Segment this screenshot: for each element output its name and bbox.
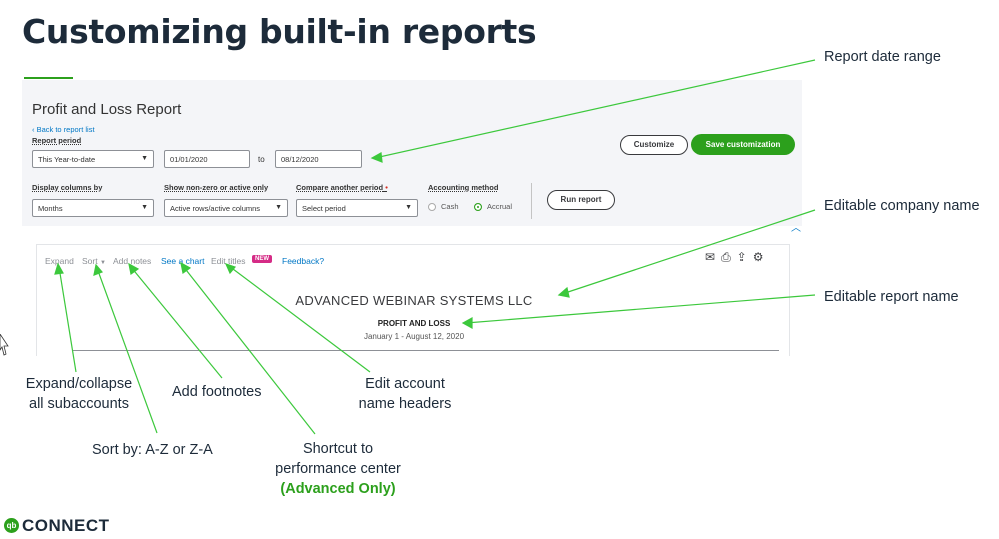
chevron-up-icon[interactable]: ︿	[791, 223, 801, 234]
callout-add-footnotes: Add footnotes	[172, 384, 262, 400]
report-screenshot: Profit and Loss Report ‹ Back to report …	[22, 80, 802, 356]
caret-down-icon: ▼	[405, 204, 412, 211]
accounting-method-label: Accounting method	[428, 183, 499, 192]
callout-edit-account-headers: Edit account name headers	[358, 376, 452, 412]
gear-icon[interactable]: ⚙	[752, 250, 764, 264]
add-notes-link[interactable]: Add notes	[113, 256, 152, 266]
compare-period-label: Compare another period •	[296, 183, 388, 192]
report-panel: Expand Sort ▼ Add notes See a chart Edit…	[36, 244, 790, 356]
sort-dropdown[interactable]: Sort ▼	[82, 256, 106, 266]
customize-button[interactable]: Customize	[620, 135, 688, 155]
export-icon[interactable]: ⇪	[736, 250, 747, 264]
see-chart-link[interactable]: See a chart	[161, 256, 205, 266]
company-name[interactable]: ADVANCED WEBINAR SYSTEMS LLC	[295, 293, 533, 308]
report-name[interactable]: PROFIT AND LOSS	[377, 319, 451, 328]
callout-editable-report-name: Editable report name	[824, 289, 959, 305]
callout-editable-company-name: Editable company name	[824, 198, 980, 214]
report-period-select[interactable]: This Year-to-date ▼	[32, 150, 154, 168]
new-badge: NEW	[252, 255, 272, 263]
logo-text: CONNECT	[22, 516, 110, 535]
caret-down-icon: ▼	[141, 204, 148, 211]
chevron-left-icon: ‹	[32, 125, 37, 134]
report-date-range: January 1 - August 12, 2020	[363, 332, 465, 341]
caret-down-icon: ▼	[141, 155, 148, 162]
title-underline	[24, 77, 73, 79]
report-title: Profit and Loss Report	[32, 101, 182, 118]
feedback-link[interactable]: Feedback?	[282, 256, 325, 266]
save-customization-button[interactable]: Save customization	[691, 134, 795, 155]
compare-period-select[interactable]: Select period ▼	[296, 199, 418, 217]
required-marker: •	[385, 183, 388, 192]
edit-titles-link[interactable]: Edit titles	[211, 256, 246, 266]
radio-on-icon	[474, 203, 482, 212]
quickbooks-icon: qb	[4, 518, 19, 533]
caret-down-icon: ▼	[275, 204, 282, 211]
report-period-label: Report period	[32, 136, 82, 145]
show-nonzero-label: Show non-zero or active only	[164, 183, 269, 192]
date-from-input[interactable]: 01/01/2020	[164, 150, 250, 168]
caret-down-icon: ▼	[99, 260, 106, 266]
display-columns-select[interactable]: Months ▼	[32, 199, 154, 217]
callout-shortcut-performance-center: Shortcut to performance center (Advanced…	[275, 441, 401, 497]
date-to-input[interactable]: 08/12/2020	[275, 150, 362, 168]
radio-accrual[interactable]: Accrual	[474, 202, 512, 212]
slide-title: Customizing built-in reports	[22, 12, 537, 51]
email-icon[interactable]: ✉	[705, 250, 716, 264]
callout-report-date-range: Report date range	[824, 49, 941, 65]
run-report-button[interactable]: Run report	[547, 190, 615, 210]
report-settings-panel: Profit and Loss Report ‹ Back to report …	[22, 80, 802, 226]
to-label: to	[258, 155, 265, 164]
divider	[531, 183, 532, 219]
back-to-report-list-link[interactable]: ‹ Back to report list	[32, 125, 95, 134]
callout-sort-by: Sort by: A-Z or Z-A	[92, 442, 213, 458]
show-nonzero-select[interactable]: Active rows/active columns ▼	[164, 199, 288, 217]
report-actions: ✉ ⎙ ⇪ ⚙	[705, 250, 770, 265]
radio-off-icon	[428, 203, 436, 212]
radio-cash[interactable]: Cash	[428, 202, 459, 212]
expand-link[interactable]: Expand	[45, 256, 74, 266]
callout-expand-collapse: Expand/collapse all subaccounts	[25, 376, 133, 412]
mouse-cursor-icon	[0, 334, 9, 356]
display-columns-label: Display columns by	[32, 183, 103, 192]
print-icon[interactable]: ⎙	[721, 250, 731, 264]
report-divider	[73, 350, 779, 351]
